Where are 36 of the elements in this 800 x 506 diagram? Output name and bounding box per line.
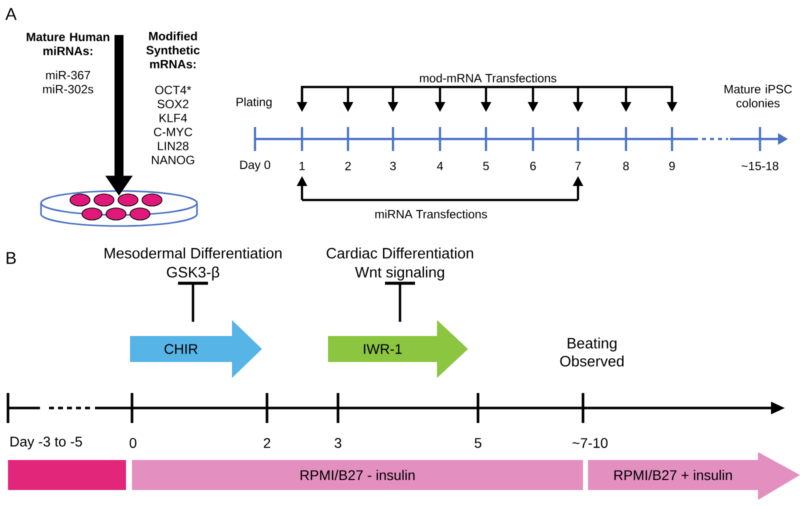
list-text: C-MYC [154,128,192,136]
day-label: 8 [623,162,629,170]
inhibition-line [385,282,415,322]
panel-letter: B [6,252,16,264]
panel-letter: A [5,8,17,20]
medium-bar [8,460,126,490]
day-label: 5 [483,162,489,170]
petri-dish-drawing [40,190,198,227]
day-label: 3 [390,162,396,170]
list-text: miR-367 miR-302s [43,70,94,94]
list-text: KLF4 [160,114,187,122]
day-label: ~15-18 [742,162,778,170]
list-text: NANOG [152,156,194,164]
inhibition-line [178,282,208,322]
day-label: 7 [575,162,581,170]
day-label: 9 [669,162,675,170]
inhibitor-label: Mesodermal Differentiation GSK3-β [104,248,282,280]
day-label: 0 [130,438,136,448]
day-label: Day 0 [240,160,270,172]
heading: Mature Human miRNAs: [26,32,110,56]
day-label: 4 [436,162,443,170]
day-label: 2 [345,162,351,170]
timeline-note: Mature iPSC colonies [724,84,792,108]
list-text: LIN28 [158,142,188,150]
heading: Modified Synthetic mRNAs: [146,32,200,68]
day-label: ~7-10 [572,438,608,448]
bracket-label: miRNA Transfections [375,210,488,218]
medium-bar: RPMI/B27 - insulin [132,460,583,490]
bracket-label: mod-mRNA Transfections [420,74,556,82]
day-label: 6 [530,162,536,170]
inhibitor-label: Cardiac Differentiation Wnt signaling [326,248,474,280]
list-text: SOX2 [158,100,188,108]
day-label: 1 [300,162,305,170]
timeline-note: Beating Observed [560,338,624,366]
timeline-note: Plating [236,97,272,109]
list-text: OCT4* [155,86,192,94]
